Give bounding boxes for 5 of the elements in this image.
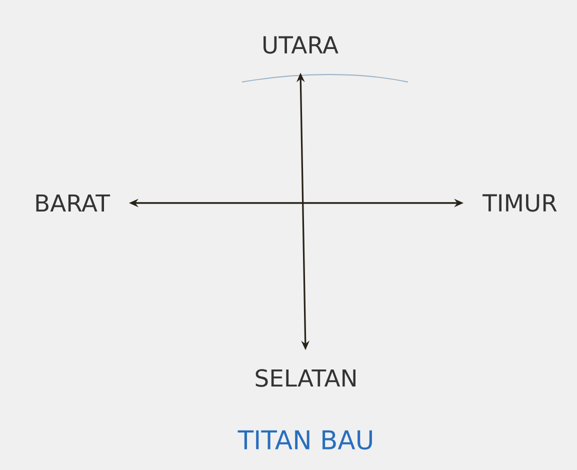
- caption: TITAN BAU: [238, 430, 372, 450]
- direction-label: UTARA: [264, 36, 338, 54]
- direction-label: BARAT: [36, 194, 110, 212]
- direction-label: SELATAN: [256, 369, 356, 387]
- direction-label: TIMUR: [482, 194, 557, 212]
